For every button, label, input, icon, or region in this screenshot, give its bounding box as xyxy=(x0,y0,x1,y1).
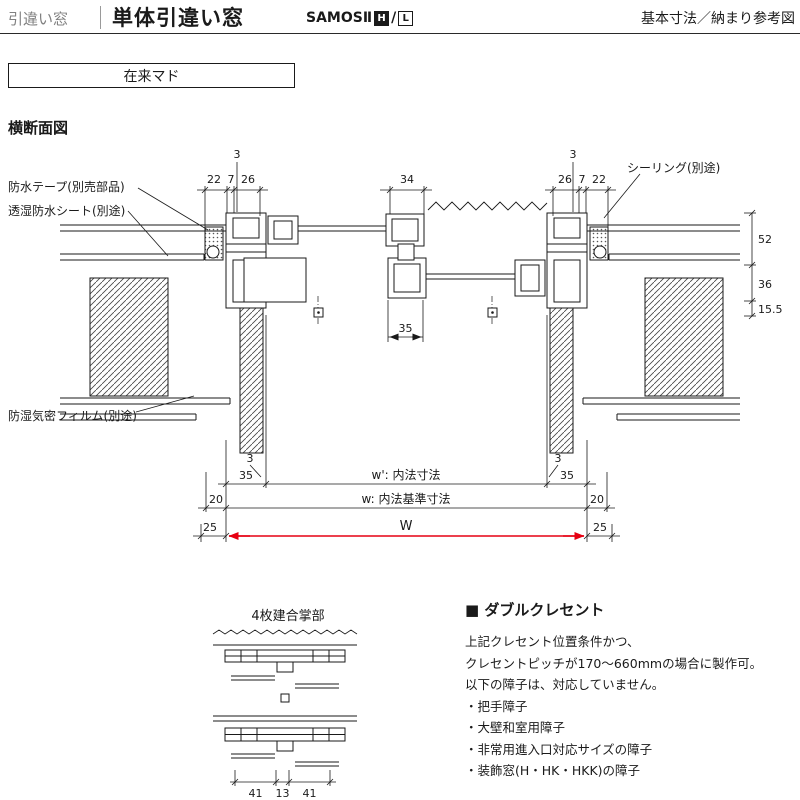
dim-mid-35: 35 xyxy=(399,322,413,335)
dim-W: W xyxy=(400,519,413,534)
callout-sealing: シーリング(別途) xyxy=(627,161,721,175)
page-title: 単体引違い窓 xyxy=(112,6,244,30)
dim-bot-left-3: 3 xyxy=(247,452,254,465)
callout-waterproof-tape: 防水テープ(別売部品) xyxy=(8,180,125,194)
dim-right-36: 36 xyxy=(758,278,772,291)
dimension-lines xyxy=(193,162,756,542)
dim-w-inner: w': 内法寸法 xyxy=(372,468,441,482)
dim-top-l1: 22 xyxy=(207,173,221,186)
crescent-note-line: ・装飾窓(H・HK・HKK)の障子 xyxy=(465,763,641,778)
gassho-dimension-lines xyxy=(230,770,336,786)
dim-right-52: 52 xyxy=(758,233,772,246)
gassho-detail-title: 4枚建合掌部 xyxy=(251,609,325,624)
series-slash: / xyxy=(391,10,397,26)
header-divider xyxy=(100,6,101,29)
dim-20-right: 20 xyxy=(590,493,604,506)
dim-20-left: 20 xyxy=(209,493,223,506)
callout-moisture-sheet: 透湿防水シート(別途) xyxy=(8,204,126,218)
dim-25-right: 25 xyxy=(593,521,607,534)
dim-w-base: w: 内法基準寸法 xyxy=(361,491,450,506)
dim-top-left-3: 3 xyxy=(234,148,241,161)
double-crescent-note: ■ ダブルクレセント 上記クレセント位置条件かつ、 クレセントピッチが170～6… xyxy=(465,599,799,782)
gassho-dim-41a: 41 xyxy=(249,787,263,800)
window-category-label: 引違い窓 xyxy=(8,10,69,28)
series-l-badge: L xyxy=(398,10,414,26)
left-wall-section xyxy=(60,224,231,421)
dim-bot-right-3: 3 xyxy=(555,452,562,465)
callout-leaders xyxy=(127,173,641,413)
dim-top-r3: 22 xyxy=(592,173,606,186)
crescent-note-line: ・把手障子 xyxy=(465,698,528,714)
gassho-detail-drawing xyxy=(212,629,358,767)
crescent-note-line: ・非常用進入口対応サイズの障子 xyxy=(465,741,653,757)
dim-top-c: 34 xyxy=(400,173,414,186)
series-h-badge: H xyxy=(374,10,390,26)
series-name: SAMOSⅡ xyxy=(306,10,373,26)
callout-airtight-film: 防湿気密フィルム(別途) xyxy=(8,409,137,423)
double-crescent-title: ■ ダブルクレセント xyxy=(465,601,605,619)
dim-top-l3: 26 xyxy=(241,173,255,186)
section-title: 横断面図 xyxy=(8,119,69,137)
crescent-note-line: ・大壁和室用障子 xyxy=(465,720,566,735)
window-type-label: 在来マド xyxy=(123,68,180,85)
header-note: 基本寸法／納まり参考図 xyxy=(641,11,795,27)
dim-top-l2: 7 xyxy=(228,173,235,186)
window-frame-profile xyxy=(225,201,588,325)
crescent-note-line: クレセントピッチが170～660mmの場合に製作可。 xyxy=(465,655,763,671)
dim-right-155: 15.5 xyxy=(758,303,783,316)
dim-25-left: 25 xyxy=(203,521,217,534)
header-rule xyxy=(0,33,800,34)
dim-35-right: 35 xyxy=(560,469,574,482)
crescent-note-line: 以下の障子は、対応していません。 xyxy=(465,677,665,692)
dim-top-right-3: 3 xyxy=(570,148,577,161)
window-type-box: 在来マド xyxy=(8,63,295,88)
gassho-dim-13: 13 xyxy=(276,787,290,800)
series-badge: SAMOSⅡ H / L xyxy=(306,10,414,26)
dim-top-r2: 7 xyxy=(579,173,586,186)
dim-top-r1: 26 xyxy=(558,173,572,186)
waterproof-tape-blocks xyxy=(204,226,609,261)
dim-35-left: 35 xyxy=(239,469,253,482)
right-wall-section xyxy=(582,224,740,421)
jamb-studs xyxy=(239,307,574,454)
crescent-note-line: 上記クレセント位置条件かつ、 xyxy=(465,634,640,649)
dimension-texts: 3 3 22 7 26 34 26 7 22 52 36 15.5 35 3 3… xyxy=(203,148,783,800)
gassho-dim-41b: 41 xyxy=(303,787,317,800)
